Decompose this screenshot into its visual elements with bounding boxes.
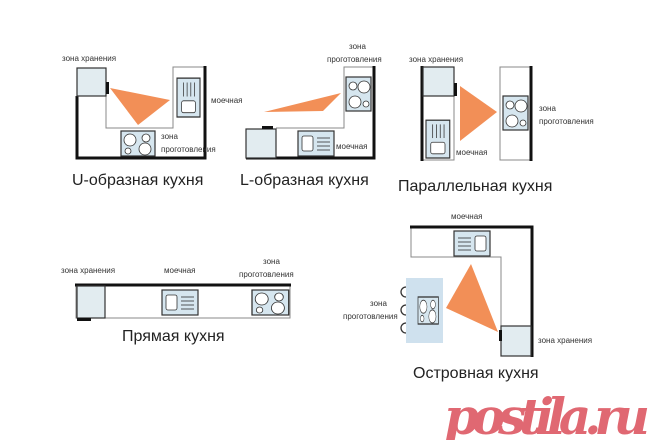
label-storage: зона хранения	[62, 54, 116, 63]
label-cooking-2: проготовления	[239, 270, 294, 279]
title-island-kitchen: Островная кухня	[413, 365, 539, 382]
sink-icon	[297, 130, 335, 157]
u-kitchen: зона хранения моечная зона проготовления…	[62, 54, 243, 189]
label-cooking-2: проготовления	[539, 117, 594, 126]
label-sink: моечная	[456, 148, 488, 157]
storage-cabinet	[500, 325, 532, 357]
title-parallel-kitchen: Параллельная кухня	[398, 178, 552, 195]
label-storage: зона хранения	[61, 266, 115, 275]
l-kitchen: зона проготовления моечная L-образная ку…	[240, 42, 382, 189]
storage-cabinet	[245, 128, 277, 159]
work-triangle	[264, 93, 341, 112]
parallel-kitchen: зона хранения моечная зона проготовления…	[398, 55, 594, 195]
label-sink: моечная	[211, 96, 243, 105]
label-cooking: зона	[539, 104, 556, 113]
title-straight-kitchen: Прямая кухня	[122, 328, 225, 345]
stove-icon	[502, 95, 529, 131]
label-cooking: зона	[263, 257, 280, 266]
watermark-logo: postila.ru	[444, 387, 650, 440]
stove-icon	[251, 289, 290, 316]
storage-cabinet	[76, 285, 106, 319]
island-kitchen: моечная зона хранения зона проготовления…	[343, 212, 592, 382]
stove-icon	[345, 76, 372, 112]
label-cooking-2: проготовления	[343, 312, 398, 321]
stools	[400, 286, 407, 334]
label-cooking: зона	[370, 299, 387, 308]
sink-icon	[425, 119, 451, 159]
label-cooking-2: проготовления	[327, 55, 382, 64]
label-sink: моечная	[336, 142, 368, 151]
work-triangle	[446, 264, 498, 332]
label-storage: зона хранения	[409, 55, 463, 64]
title-u-kitchen: U-образная кухня	[72, 172, 203, 189]
work-triangle	[460, 86, 497, 141]
label-sink: моечная	[164, 266, 196, 275]
stove-icon	[120, 130, 156, 157]
straight-kitchen: зона хранения моечная зона проготовления…	[61, 257, 294, 345]
label-cooking-2: проготовления	[161, 145, 216, 154]
label-storage: зона хранения	[538, 336, 592, 345]
sink-icon	[453, 230, 491, 257]
label-cooking: зона	[161, 132, 178, 141]
storage-cabinet	[422, 66, 455, 97]
work-triangle	[110, 88, 170, 125]
storage-cabinet	[76, 67, 107, 97]
sink-icon	[176, 77, 201, 118]
label-sink: моечная	[451, 212, 483, 221]
stove-icon	[417, 296, 440, 325]
label-cooking: зона	[349, 42, 366, 51]
sink-icon	[161, 289, 199, 316]
title-l-kitchen: L-образная кухня	[240, 172, 369, 189]
